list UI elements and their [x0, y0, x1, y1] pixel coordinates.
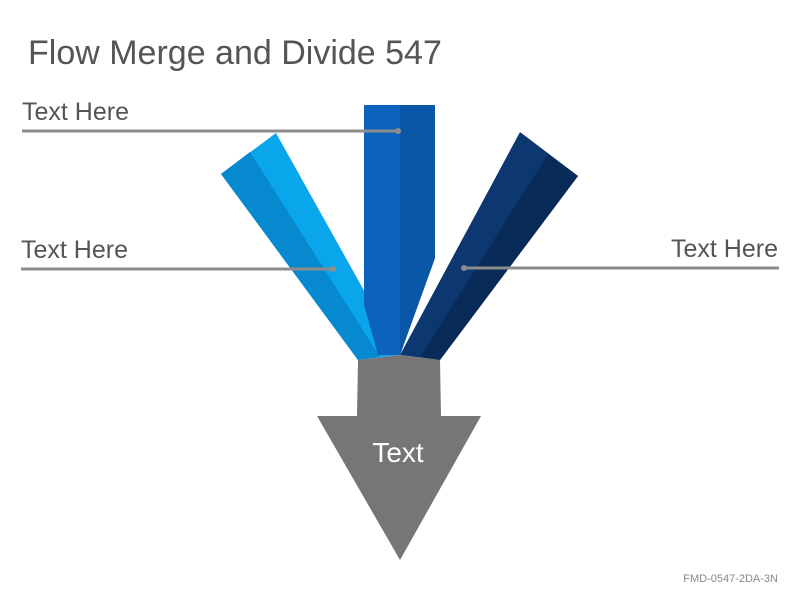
arrow-label: Text	[372, 437, 424, 468]
left-stream	[221, 133, 400, 360]
callout-dot-top-left	[395, 128, 401, 134]
callout-dot-mid-right	[461, 265, 467, 271]
callout-text-mid-right: Text Here	[671, 235, 778, 263]
right-stream	[400, 132, 578, 360]
center-stream	[364, 105, 435, 355]
callout-dot-mid-left	[330, 266, 336, 272]
callout-lines	[21, 128, 779, 272]
page-title: Flow Merge and Divide 547	[28, 34, 442, 72]
right-stream-shade	[420, 154, 578, 360]
center-stream-shade	[400, 105, 435, 355]
callout-text-mid-left: Text Here	[21, 236, 128, 264]
slide-code: FMD-0547-2DA-3N	[683, 573, 778, 585]
left-stream-shade	[221, 152, 380, 360]
down-arrow	[317, 355, 481, 560]
callout-text-top-left: Text Here	[22, 98, 129, 126]
